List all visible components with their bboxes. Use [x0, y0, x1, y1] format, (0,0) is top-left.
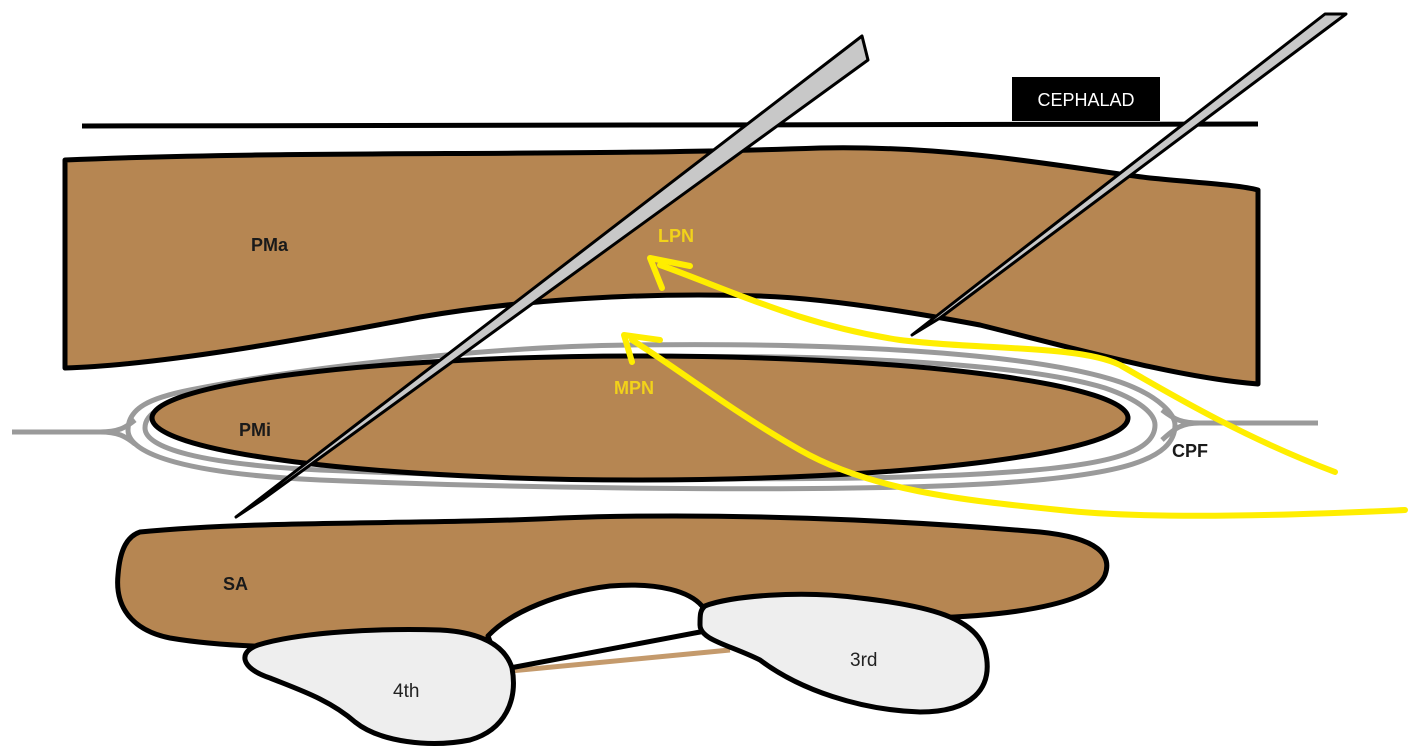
- fascia-left-tail: [12, 420, 135, 432]
- pectoralis-major-label: PMa: [251, 235, 289, 255]
- fascia-right-tail: [1162, 410, 1318, 423]
- rib-4th: [245, 630, 514, 744]
- cephalad-badge: CEPHALAD: [1012, 77, 1160, 121]
- lateral-pectoral-nerve-label: LPN: [658, 226, 694, 246]
- rib-3rd-label: 3rd: [850, 650, 877, 671]
- fascia-right-tail-lower: [1162, 423, 1200, 440]
- pectoralis-minor-muscle: [152, 356, 1128, 480]
- serratus-anterior-label: SA: [223, 574, 248, 594]
- medial-pectoral-nerve-label: MPN: [614, 378, 654, 398]
- cephalad-label: CEPHALAD: [1037, 90, 1134, 110]
- pectoralis-minor-label: PMi: [239, 420, 271, 440]
- rib-4th-label: 4th: [393, 681, 419, 702]
- clavipectoral-fascia-label: CPF: [1172, 441, 1208, 461]
- skin-line: [82, 124, 1258, 126]
